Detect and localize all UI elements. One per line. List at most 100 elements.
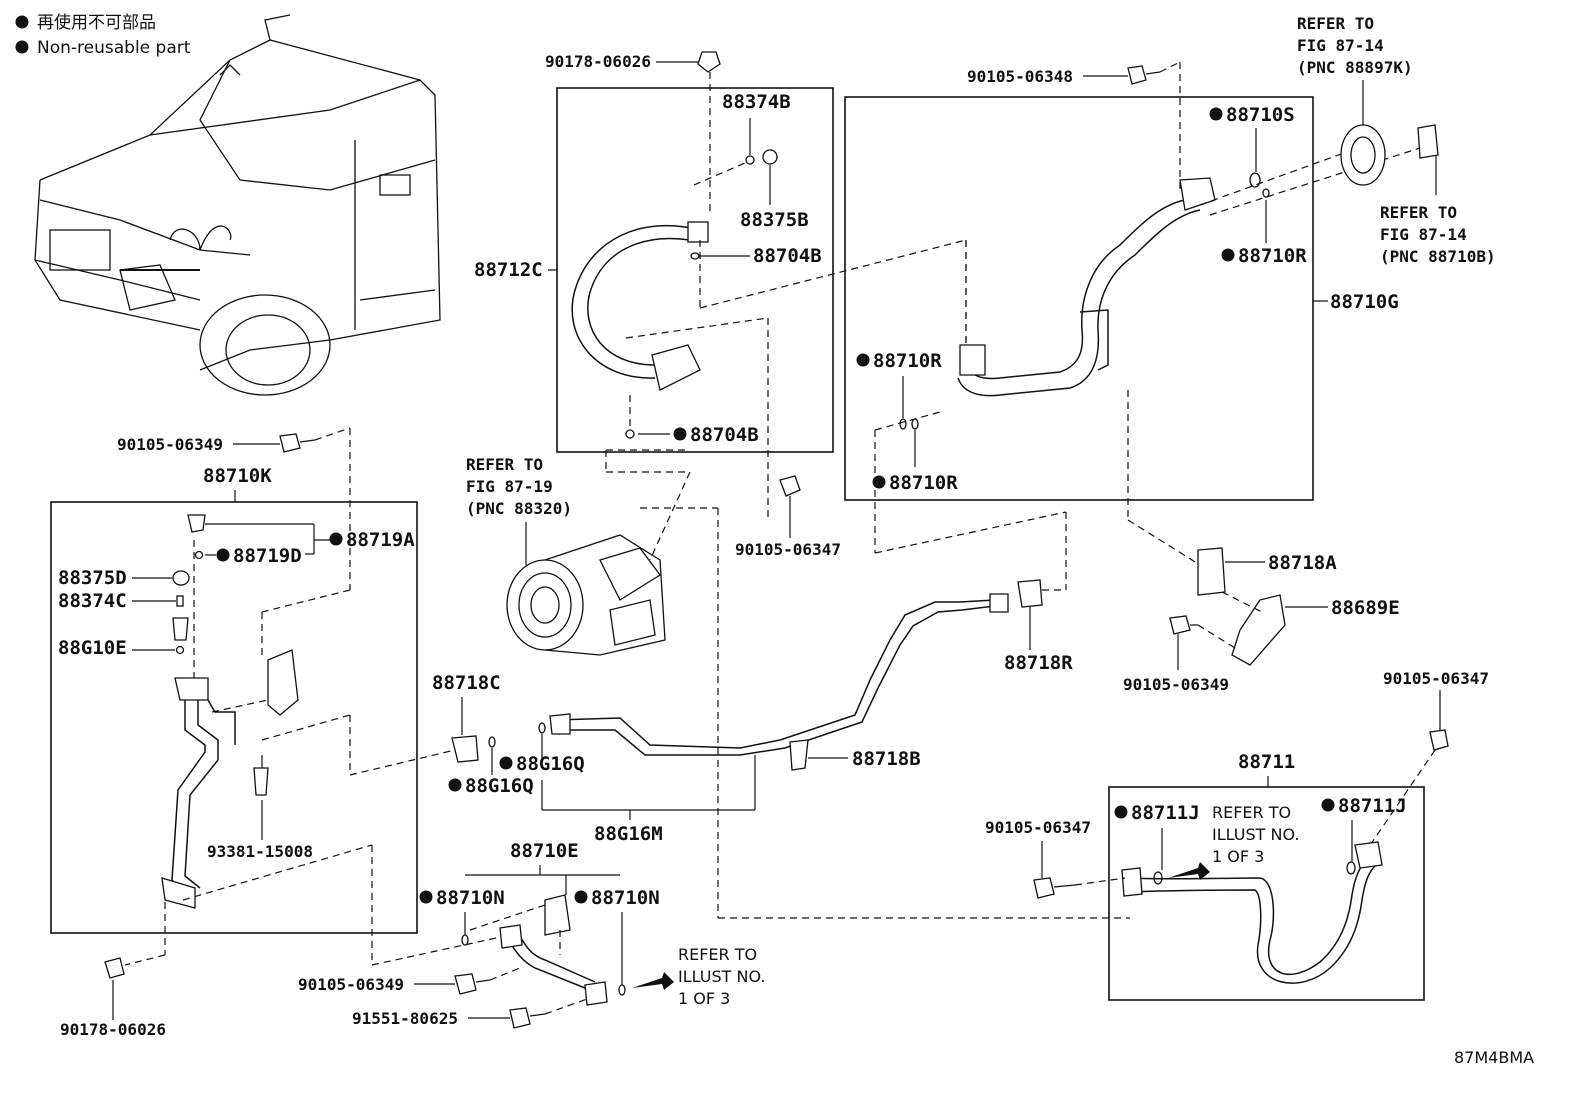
ref-88710B-line2: FIG 87-14 [1380, 225, 1467, 244]
ref-illust-a-line1: REFER TO [678, 945, 757, 964]
o-ring-icon [690, 252, 700, 260]
part-label-90105-06348: 90105-06348 [967, 67, 1073, 86]
bolt-icon [1169, 615, 1191, 635]
ref-illust-a-line3: 1 OF 3 [678, 989, 730, 1008]
bracket-icon [1231, 594, 1286, 666]
part-label-88374C: 88374C [58, 590, 127, 612]
hose-88712C [571, 224, 701, 379]
pipe-88710G [967, 199, 1186, 380]
non-reusable-dot-icon [856, 353, 870, 367]
part-label-88718A: 88718A [1268, 552, 1337, 574]
part-label-90105-06347-box: 90105-06347 [985, 818, 1091, 837]
part-label-88710S: 88710S [1226, 104, 1295, 126]
part-label-88704B-top: 88704B [753, 245, 822, 267]
o-ring-icon [488, 736, 496, 748]
pipe-88G16M [554, 599, 996, 749]
part-label-88689E: 88689E [1331, 597, 1400, 619]
part-label-88718C: 88718C [432, 672, 501, 694]
non-reusable-dot-icon [329, 532, 343, 546]
ref-88320-line3: (PNC 88320) [466, 499, 572, 518]
non-reusable-dot-icon [499, 756, 513, 770]
clamp-icon [1017, 579, 1043, 608]
part-label-88712C: 88712C [474, 259, 543, 281]
pipe-88710K [171, 700, 206, 896]
part-label-88375B: 88375B [740, 209, 809, 231]
ref-illust-b-line3: 1 OF 3 [1212, 847, 1264, 866]
group-box-88710G [844, 96, 1314, 501]
o-ring-icon [1262, 188, 1270, 198]
part-label-88G16M: 88G16M [594, 823, 663, 845]
ref-88897K-line1: REFER TO [1297, 14, 1374, 33]
bolt-icon [1033, 877, 1055, 899]
non-reusable-dot-icon [1209, 107, 1223, 121]
o-ring-icon [618, 984, 626, 996]
part-label-88710K: 88710K [203, 465, 272, 487]
bolt-icon [1127, 65, 1147, 85]
part-label-88711J-b: 88711J [1338, 795, 1407, 817]
part-label-88711J-a: 88711J [1131, 802, 1200, 824]
non-reusable-dot-icon [872, 475, 886, 489]
part-label-88710G: 88710G [1330, 291, 1399, 313]
cap-icon [172, 570, 190, 586]
part-label-88G16Q-b: 88G16Q [465, 775, 534, 797]
legend: 再使用不可部品 Non-reusable part [15, 12, 191, 58]
o-ring-icon [538, 722, 546, 734]
ref-illust-b-line1: REFER TO [1212, 803, 1291, 822]
part-label-88718B: 88718B [852, 748, 921, 770]
bolt-icon [253, 767, 269, 796]
part-label-93381-15008: 93381-15008 [207, 842, 313, 861]
ref-88897K-line3: (PNC 88897K) [1297, 58, 1413, 77]
ref-illust-a-line2: ILLUST NO. [678, 967, 765, 986]
group-box-88711 [1108, 786, 1425, 1001]
fitting-icon [1417, 124, 1439, 159]
group-box-88710K [50, 501, 418, 934]
part-label-90105-06349-bottom: 90105-06349 [298, 975, 404, 994]
part-label-88710N-b: 88710N [591, 887, 660, 909]
o-ring-icon [175, 645, 185, 655]
o-ring-icon [625, 429, 635, 439]
o-ring-icon [1346, 861, 1356, 875]
hose-88711 [1127, 851, 1376, 976]
diagram-code: 87M4BMA [1454, 1048, 1534, 1067]
valve-body-icon [172, 617, 189, 641]
ref-88710B-line3: (PNC 88710B) [1380, 247, 1496, 266]
non-reusable-dot-icon [448, 778, 462, 792]
clamp-icon [451, 735, 479, 763]
non-reusable-dot-icon [1221, 248, 1235, 262]
clamp-icon [789, 739, 809, 771]
part-label-88G16Q-a: 88G16Q [516, 753, 585, 775]
o-ring-icon [911, 418, 919, 430]
arrow-right-icon [632, 972, 674, 990]
ref-illust-b-line2: ILLUST NO. [1212, 825, 1299, 844]
part-label-88719D: 88719D [233, 545, 302, 567]
non-reusable-dot-icon [1114, 805, 1128, 819]
part-label-88G10E: 88G10E [58, 637, 127, 659]
non-reusable-dot-icon [419, 890, 433, 904]
vehicle-illustration [34, 14, 441, 396]
valve-cap-icon [187, 514, 206, 533]
part-label-88710R-bottomleft: 88710R [889, 472, 958, 494]
ref-88710B-line1: REFER TO [1380, 203, 1457, 222]
o-ring-icon [1249, 172, 1261, 188]
ref-88897K-line2: FIG 87-14 [1297, 36, 1384, 55]
part-label-88710E: 88710E [510, 840, 579, 862]
non-reusable-dot-icon [15, 40, 29, 54]
bolt-icon [454, 973, 477, 995]
part-label-88718R: 88718R [1004, 652, 1073, 674]
clamp-icon [1197, 547, 1226, 596]
part-label-90105-06349-right: 90105-06349 [1123, 675, 1229, 694]
legend-jp: 再使用不可部品 [37, 12, 156, 33]
part-label-90178-06026-top: 90178-06026 [545, 52, 651, 71]
part-label-90105-06347-right: 90105-06347 [1383, 669, 1489, 688]
nut-icon [697, 51, 721, 73]
non-reusable-dot-icon [673, 427, 687, 441]
group-box-88712C [556, 87, 834, 453]
legend-en: Non-reusable part [37, 38, 191, 58]
bolt-icon [1429, 729, 1449, 751]
part-label-88719A: 88719A [346, 529, 415, 551]
ref-88320-line1: REFER TO [466, 455, 543, 474]
part-label-88375D: 88375D [58, 567, 127, 589]
bolt-icon [279, 433, 301, 453]
part-label-91551-80625: 91551-80625 [352, 1009, 458, 1028]
